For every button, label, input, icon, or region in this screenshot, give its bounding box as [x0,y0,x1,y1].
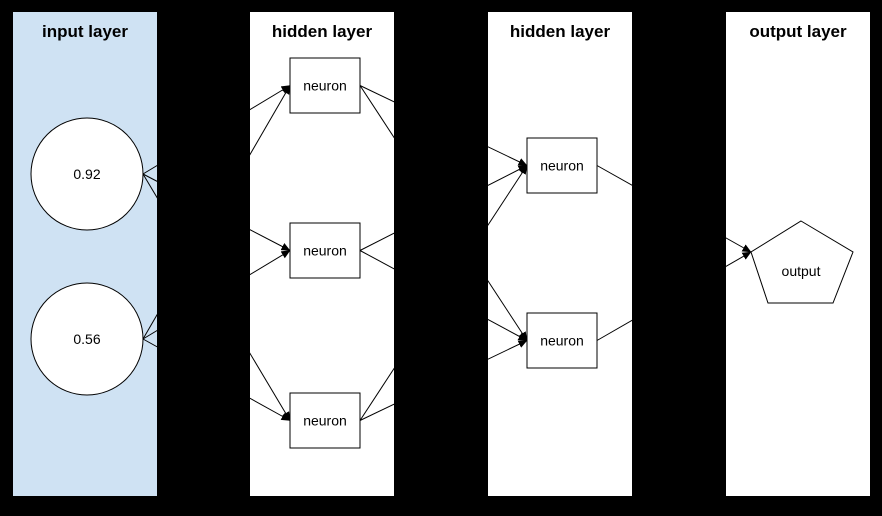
layer-title-hidden1: hidden layer [272,22,373,41]
node-label-h1-n3: neuron [303,413,347,429]
node-label-input-2: 0.56 [73,331,100,347]
layer-panel-hidden2 [488,12,632,496]
node-h2-n2 [526,312,598,369]
panel-gap-mask [157,0,250,516]
node-label-h2-n2: neuron [540,333,584,349]
node-label-h1-n2: neuron [303,243,347,259]
node-label-output-1: output [782,263,821,279]
node-h2-n1 [526,137,598,194]
node-label-input-1: 0.92 [73,166,100,182]
layer-title-input: input layer [42,22,128,41]
layer-panel-input [13,12,157,496]
layer-title-hidden2: hidden layer [510,22,611,41]
panel-gap-mask [394,0,488,516]
node-label-h1-n1: neuron [303,78,347,94]
layer-title-output: output layer [749,22,847,41]
node-output-1 [750,220,854,304]
panel-gap-mask [632,0,726,516]
node-label-h2-n1: neuron [540,158,584,174]
node-h1-n3 [289,392,361,449]
